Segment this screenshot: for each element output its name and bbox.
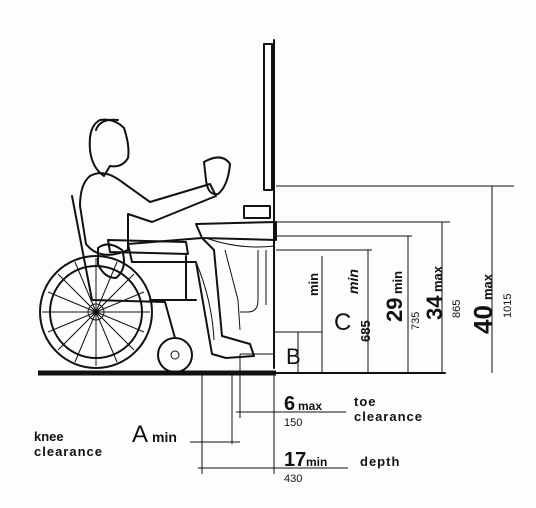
toe-value: 6 [284,393,295,415]
head [88,118,130,177]
value-735: 735 [410,312,422,330]
mirror [263,43,273,191]
seated-person [79,118,255,359]
dimension-b-letter: B [286,344,301,369]
value-685: 685 [358,320,373,342]
horizontal-dimensions [190,374,348,474]
depth-label: depth [360,454,400,469]
drain-pipe [240,250,259,313]
depth-suffix: min [306,455,327,469]
c-min-label: min [345,269,361,294]
dimension-a-suffix: min [152,429,177,445]
value-29-suffix: min [390,271,405,294]
value-865: 865 [451,300,463,318]
faucet [243,205,271,219]
left-hand [97,243,125,279]
wheelchair [39,195,197,373]
wall [263,39,275,369]
vertical-dimensions [297,186,493,373]
height-reference-lines [276,185,514,251]
value-40: 40 [468,305,498,334]
value-34: 34 [422,295,447,320]
knee-label-1: knee [34,429,64,444]
toe-suffix: max [298,399,322,413]
depth-value: 17 [284,449,306,471]
torso [79,172,217,256]
depth-metric: 430 [284,473,302,485]
legs [127,237,255,359]
value-34-suffix: max [430,265,445,292]
toe-label-1: toe [354,394,377,409]
toe-metric: 150 [284,417,302,429]
knee-label-2: clearance [34,444,103,459]
value-40-suffix: max [480,273,495,300]
dimension-a-letter: A [132,421,148,448]
value-29: 29 [382,298,407,322]
value-1015: 1015 [502,294,514,318]
hand-with-towel [203,156,231,196]
b-min-label: min [306,273,321,296]
toe-label-2: clearance [354,409,423,424]
lavatory-counter [195,205,277,313]
dimension-c-letter: C [334,309,351,336]
